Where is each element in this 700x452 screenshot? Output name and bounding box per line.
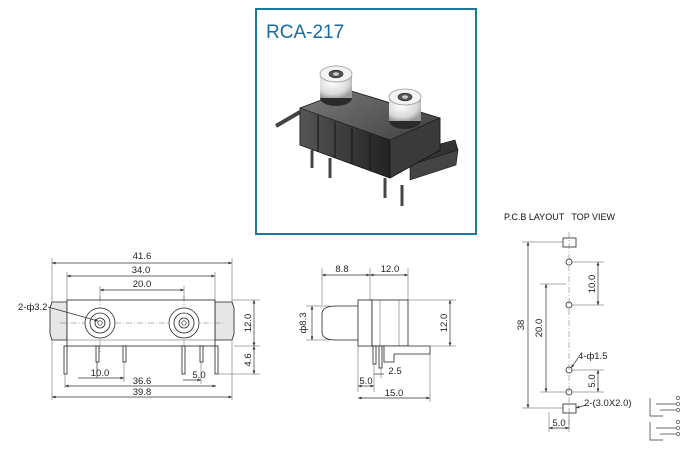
pcb-layout: P.C.B LAYOUT TOP VIEW 38 20.0 10.0 5.0 bbox=[504, 212, 632, 432]
dim-jack-hole: 2-ф3.2 bbox=[18, 302, 47, 313]
dim-pin-spacing: 10.0 bbox=[91, 368, 110, 379]
pcb-heading: P.C.B LAYOUT TOP VIEW bbox=[504, 212, 616, 222]
model-title: RCA-217 bbox=[266, 22, 344, 43]
front-jack-right bbox=[168, 307, 200, 339]
dim-pcb-hole-callout: 4-ф1.5 bbox=[578, 351, 607, 362]
connector-rendering bbox=[274, 65, 459, 206]
dim-pcb-width: 5.0 bbox=[552, 418, 565, 429]
dim-jack-pitch: 20.0 bbox=[133, 279, 152, 290]
dim-side-depth: 15.0 bbox=[385, 388, 404, 399]
dim-plug-diameter: ф8.3 bbox=[298, 312, 309, 333]
dim-side-pin-offset: 5.0 bbox=[359, 376, 372, 387]
dim-front-height: 12.0 bbox=[243, 314, 254, 333]
dim-pcb-slot-callout: 2-(3.0X2.0) bbox=[584, 398, 632, 409]
dim-pcb-lower-pitch: 5.0 bbox=[587, 374, 598, 387]
dim-pcb-upper-pitch: 10.0 bbox=[587, 275, 598, 294]
dim-pin-span: 36.6 bbox=[133, 376, 152, 387]
front-view: 41.6 34.0 20.0 2-ф3.2 bbox=[18, 251, 260, 400]
dim-pcb-outer-span: 20.0 bbox=[534, 319, 545, 338]
dim-base-width: 39.8 bbox=[133, 387, 152, 398]
schematic-symbol bbox=[649, 396, 680, 441]
dim-pin-offset: 5.0 bbox=[192, 370, 205, 381]
dim-plug-length: 8.8 bbox=[335, 264, 348, 275]
dim-inner-width: 34.0 bbox=[132, 265, 151, 276]
dim-pcb-overall: 38 bbox=[516, 320, 527, 331]
front-jack-left bbox=[84, 307, 116, 339]
dim-pin-length: 4.6 bbox=[243, 353, 254, 366]
side-view: 8.8 12.0 ф8.3 12.0 5.0 2.5 bbox=[298, 264, 456, 402]
dim-pin-step: 2.5 bbox=[388, 366, 401, 377]
pcb-slot-bottom bbox=[562, 403, 577, 414]
pcb-slot-top bbox=[562, 237, 577, 248]
dim-body-length: 12.0 bbox=[381, 264, 400, 275]
dim-overall-width: 41.6 bbox=[133, 251, 152, 262]
product-panel: RCA-217 bbox=[255, 8, 477, 235]
dim-side-height: 12.0 bbox=[439, 314, 450, 333]
